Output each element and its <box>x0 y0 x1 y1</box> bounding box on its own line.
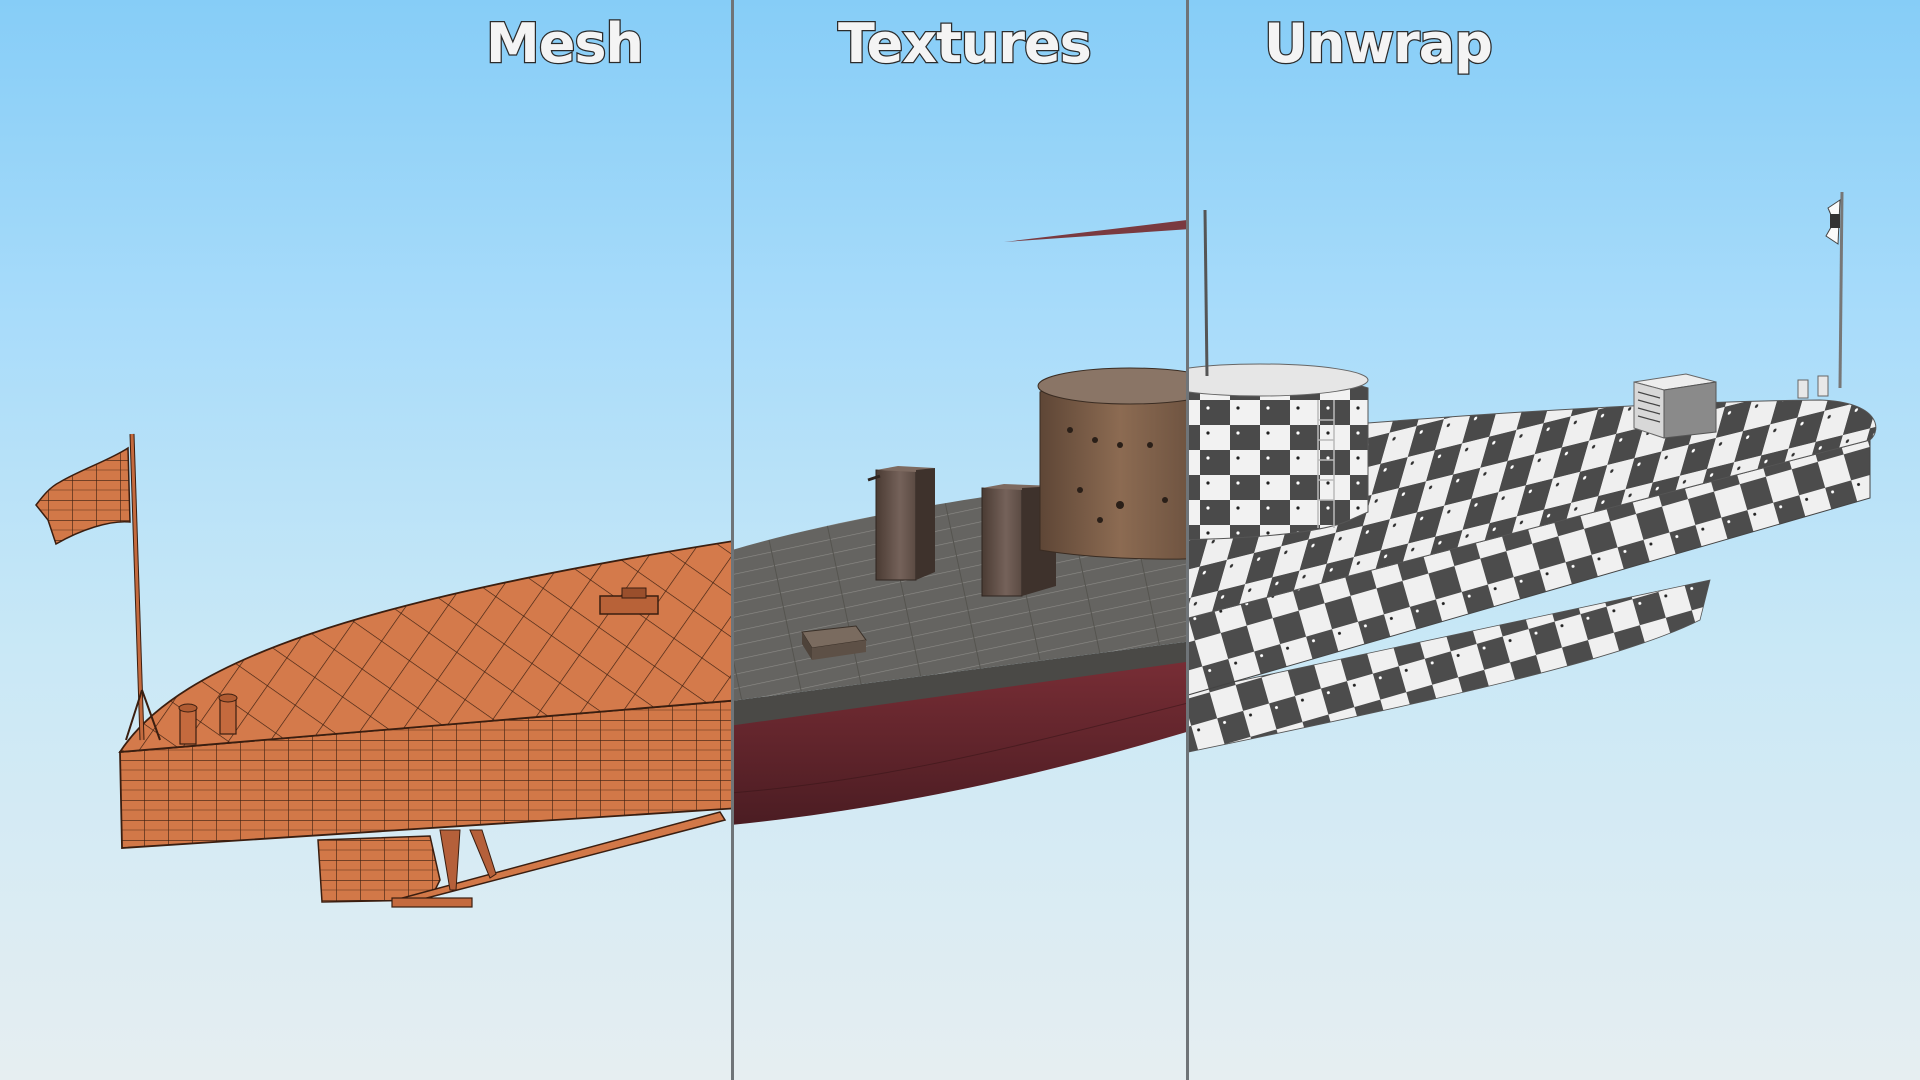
label-unwrap: Unwrap <box>1263 11 1494 77</box>
mesh-ship <box>35 433 732 908</box>
textured-ship <box>732 220 1187 825</box>
unwrap-ship <box>1187 191 1877 753</box>
panel-divider-left <box>731 0 734 1080</box>
panel-divider-right <box>1186 0 1189 1080</box>
label-mesh: Mesh <box>485 11 645 77</box>
label-textures: Textures <box>837 11 1093 77</box>
